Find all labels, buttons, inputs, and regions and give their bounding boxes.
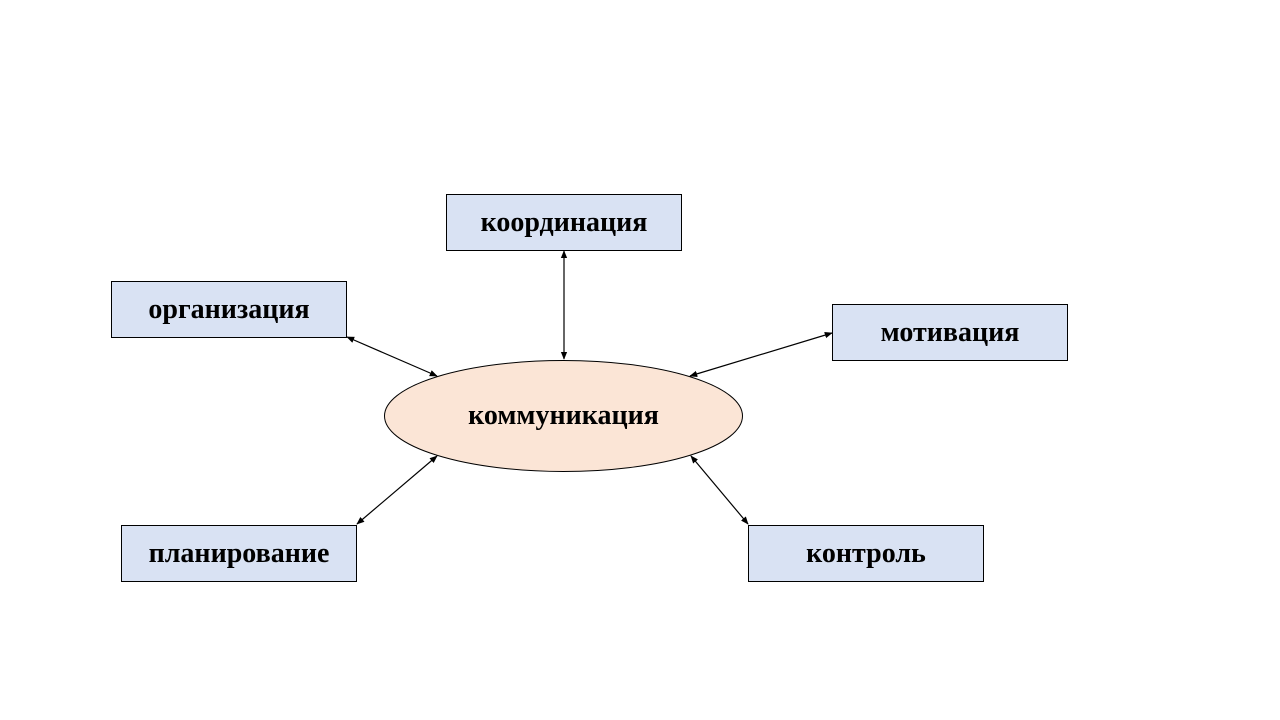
node-organization: организация [111, 281, 347, 338]
node-coordination: координация [446, 194, 682, 251]
node-motivation: мотивация [832, 304, 1068, 361]
center-ellipse [384, 360, 743, 472]
connector-control [690, 455, 749, 525]
node-planning: планирование [121, 525, 357, 582]
connector-organization [346, 336, 438, 377]
connector-motivation [689, 332, 833, 377]
node-control: контроль [748, 525, 984, 582]
connector-planning [356, 455, 438, 525]
center-node-label: коммуникация [468, 400, 659, 431]
